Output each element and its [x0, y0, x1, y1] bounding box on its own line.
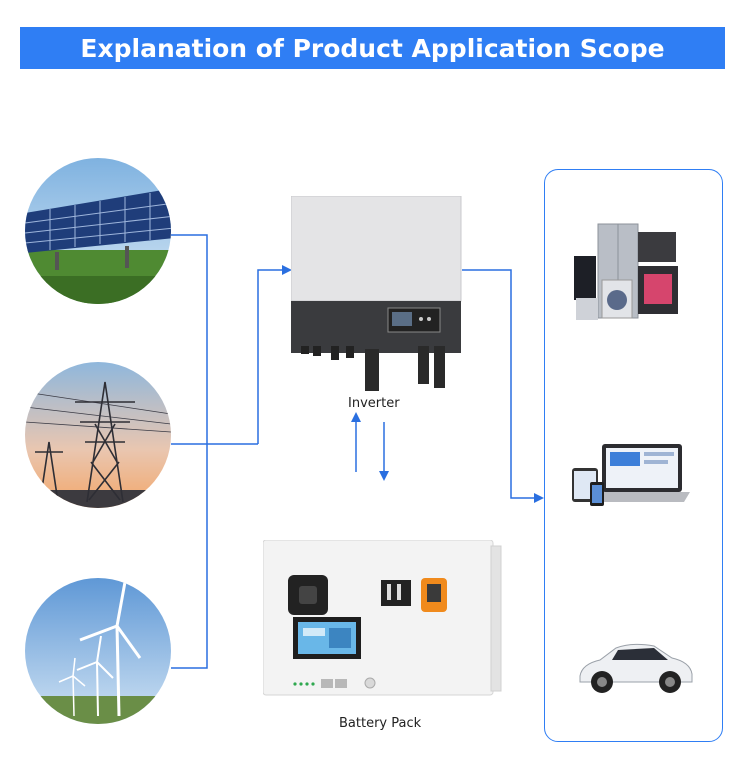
loads-box — [544, 169, 723, 742]
battery-pack-label: Battery Pack — [339, 716, 422, 731]
electric-car-icon — [579, 643, 693, 693]
inverter-label: Inverter — [348, 396, 400, 411]
page-title: Explanation of Product Application Scope — [80, 33, 665, 63]
home-appliances-icon — [574, 223, 678, 320]
battery-pack-icon — [263, 540, 502, 696]
inverter-icon — [291, 196, 462, 391]
wind-turbine-icon — [25, 578, 171, 724]
title-banner: Explanation of Product Application Scope — [20, 27, 725, 69]
computer-devices-icon — [572, 444, 690, 506]
power-tower-icon — [25, 362, 171, 508]
